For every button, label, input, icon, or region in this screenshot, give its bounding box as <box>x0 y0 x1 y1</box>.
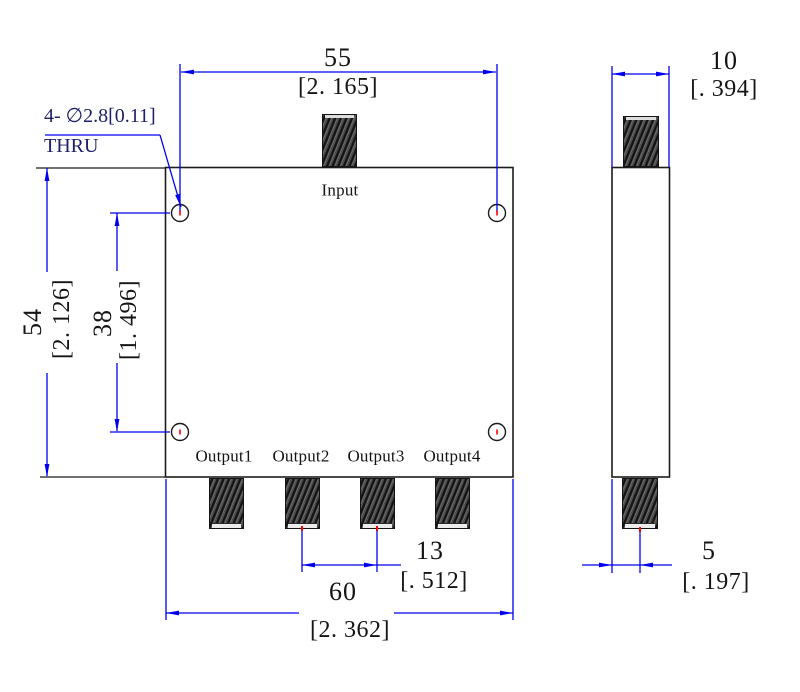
input-connector-thread <box>322 114 357 167</box>
dim-54-mm: 54 <box>18 308 47 336</box>
side-view-body-outline <box>611 166 671 478</box>
dim-38-mm: 38 <box>88 309 117 337</box>
dim-5-inch: [. 197] <box>682 569 750 595</box>
dim-10-inch: [. 394] <box>690 76 758 102</box>
dim-13-mm: 13 <box>416 536 444 565</box>
output3-port-label: Output3 <box>347 446 405 466</box>
dim-5-mm: 5 <box>702 536 716 565</box>
dim-38-inch: [1. 496] <box>116 280 142 360</box>
output4-connector-thread <box>435 478 470 529</box>
side-output-connector-thread <box>622 478 658 529</box>
dimension-arrowheads <box>44 69 669 616</box>
output2-port-label: Output2 <box>272 446 330 466</box>
front-view-body-outline <box>164 166 514 478</box>
hole-center-marks <box>179 210 498 435</box>
output3-center-mark <box>376 526 378 531</box>
dim-10-mm: 10 <box>710 46 738 75</box>
dim-60-mm: 60 <box>329 577 357 606</box>
input-port-label: Input <box>321 180 359 200</box>
dim-55-mm: 55 <box>324 43 352 72</box>
dim-60-inch: [2. 362] <box>310 617 390 643</box>
output1-connector-thread <box>209 478 244 529</box>
dim-13-inch: [. 512] <box>400 568 468 594</box>
hole-callout-line2: THRU <box>44 135 99 157</box>
output1-port-label: Output1 <box>195 446 253 466</box>
body-edge-extension-lines <box>36 167 165 478</box>
dim-54-inch: [2. 126] <box>49 279 75 359</box>
output4-port-label: Output4 <box>423 446 481 466</box>
dimension-lines <box>45 64 672 620</box>
dim-55-inch: [2. 165] <box>298 74 378 100</box>
output2-center-mark <box>301 526 303 531</box>
side-output-center-mark <box>639 527 641 532</box>
output3-connector-thread <box>360 478 395 529</box>
output2-connector-thread <box>285 478 320 529</box>
side-input-connector-thread <box>623 116 659 167</box>
hole-callout-line1: 4- ∅2.8[0.11] <box>44 105 156 127</box>
